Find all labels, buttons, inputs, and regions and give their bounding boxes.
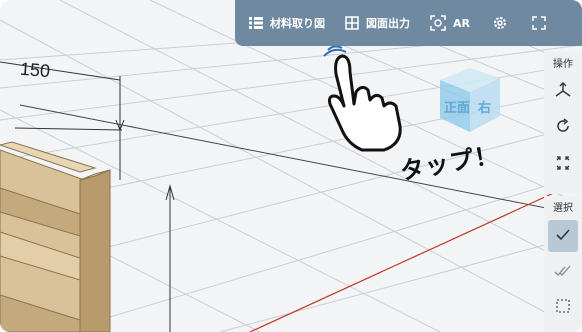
multi-check-icon [554,263,572,282]
grid-table-icon [345,16,359,30]
check-icon [555,227,571,246]
move-tool-button[interactable] [548,76,578,108]
rotate-icon [555,118,571,138]
fullscreen-icon [532,16,546,30]
view-cube[interactable]: 正面 右 [430,60,510,140]
box-select-icon [555,298,571,318]
box-select-button[interactable] [548,292,578,324]
cut-list-button[interactable]: 材料取り図 [235,0,335,46]
dimension-label: 150 [19,58,51,82]
gear-icon [492,15,508,31]
cut-list-label: 材料取り図 [270,17,325,30]
list-icon [249,17,263,29]
fit-view-icon [556,155,570,174]
ar-label: AR [453,16,470,30]
top-toolbar: 材料取り図 図面出力 AR [235,0,582,46]
drawing-output-label: 図面出力 [366,17,410,30]
select-single-button[interactable] [548,220,578,252]
tap-hand-icon [323,45,402,152]
operation-panel: 操作 [544,52,582,194]
ar-scan-icon [430,15,446,31]
fit-view-button[interactable] [548,148,578,180]
rotate-tool-button[interactable] [548,112,578,144]
selection-title: 選択 [553,203,573,214]
cube-face-front: 正面 [444,101,470,116]
select-multiple-button[interactable] [548,256,578,288]
cube-face-right: 右 [477,100,491,116]
ar-button[interactable]: AR [420,0,480,46]
fullscreen-button[interactable] [520,0,558,46]
drawing-output-button[interactable]: 図面出力 [335,0,420,46]
operation-title: 操作 [553,59,573,70]
wood-frame [0,141,111,332]
selection-panel: 選択 [544,196,582,332]
move-axes-icon [554,81,572,103]
settings-button[interactable] [480,0,520,46]
